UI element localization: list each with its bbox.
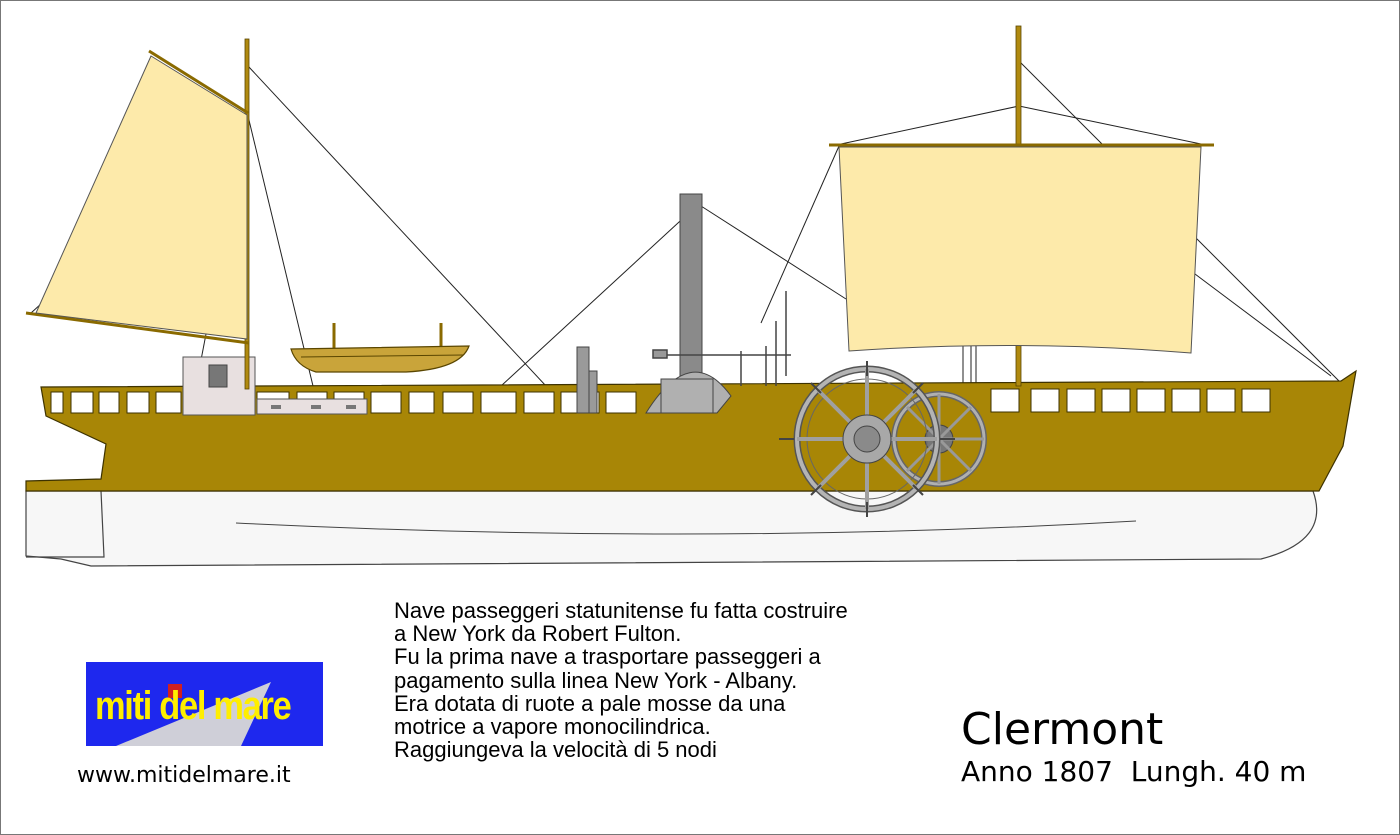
funnel: [576, 193, 732, 414]
sail-logo-graphic: [116, 682, 271, 746]
description-line: motrice a vapore monocilindrica.: [394, 714, 711, 740]
ship-description: Nave passeggeri statunitense fu fatta co…: [394, 598, 974, 763]
website-url: www.mitidelmare.it: [77, 763, 291, 788]
fore-sail: [838, 146, 1202, 354]
description-line: Nave passeggeri statunitense fu fatta co…: [394, 598, 848, 623]
paddle-wheel-front: [779, 361, 955, 517]
ship-illustration: [25, 25, 1357, 567]
ship-name: Clermont: [961, 704, 1164, 755]
lifeboat: [290, 323, 470, 373]
logo-text: miti del mare: [95, 684, 292, 728]
stern-sail: [35, 55, 248, 340]
deck-cabin: [182, 356, 368, 416]
description-line: Raggiungeva la velocità di 5 nodi: [394, 737, 717, 763]
hull-lower: [25, 490, 1318, 567]
description-line: a New York da Robert Fulton.: [394, 621, 682, 647]
description-line: pagamento sulla linea New York - Albany.: [394, 667, 798, 693]
ship-specs: Anno 1807 Lungh. 40 m: [961, 755, 1307, 788]
description-line: Fu la prima nave a trasportare passegger…: [394, 644, 821, 670]
miti-del-mare-logo: miti del mare: [86, 662, 323, 746]
description-line: Era dotata di ruote a pale mosse da una: [394, 690, 786, 716]
engine-machinery: [652, 291, 791, 386]
